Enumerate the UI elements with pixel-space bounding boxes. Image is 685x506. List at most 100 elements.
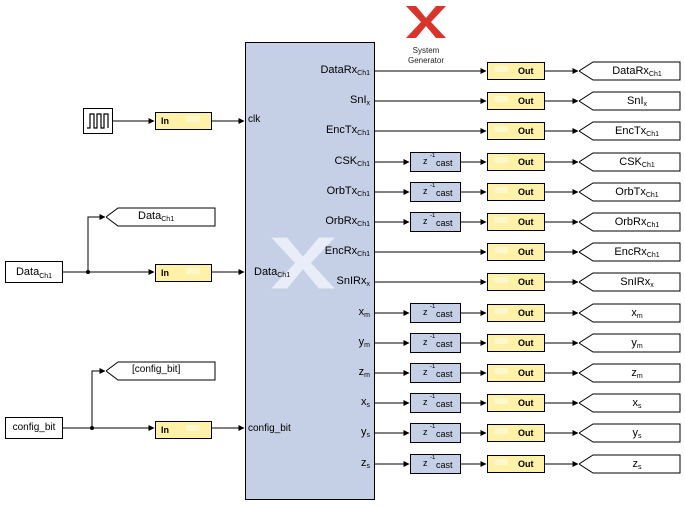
goto-out-tag-base: x [632,397,639,409]
gateway-out-label: Out [518,308,534,318]
goto-out-tag-shape [579,363,681,383]
goto-out-tag-2[interactable] [579,121,681,141]
goto-out-tag-3[interactable] [579,152,681,172]
gateway-out-block-4[interactable]: Out [487,183,545,201]
goto-out-tag-0-label: DataRxCh1 [596,65,678,81]
gateway-out-block-3[interactable]: Out [487,153,545,171]
delay-cast-label: cast [436,158,453,168]
goto-out-tag-shape [579,272,681,292]
gateway-in-data-label: In [161,268,169,278]
gateway-out-block-13[interactable]: Out [487,455,545,473]
goto-out-tag-11[interactable] [579,393,681,413]
gateway-out-block-10[interactable]: Out [487,364,545,382]
port-out-base: SnIRx [336,275,367,287]
delay-z-label: z [423,397,428,407]
gateway-out-block-5[interactable]: Out [487,213,545,231]
gateway-out-block-11[interactable]: Out [487,394,545,412]
goto-tag-data[interactable] [106,207,216,227]
goto-tag-config[interactable] [106,361,216,381]
goto-out-tag-8[interactable] [579,303,681,323]
gateway-out-block-1[interactable]: Out [487,92,545,110]
wire-data-branch [87,214,106,272]
gateway-out-label: Out [518,338,534,348]
goto-out-tag-12[interactable] [579,423,681,443]
port-out-11-label: xs [300,396,370,412]
gateway-out-block-8[interactable]: Out [487,304,545,322]
goto-out-tag-base: OrbRx [614,216,647,228]
port-out-base: y [358,336,365,348]
delay-z-label: z [423,186,428,196]
delay-cast-label: cast [436,339,453,349]
sysgen-caption: System Generator [398,46,454,66]
main-subsystem-block[interactable] [245,42,375,500]
gateway-out-label: Out [518,66,534,76]
goto-out-tag-base: SnIRx [620,276,651,288]
goto-out-tag-4[interactable] [579,182,681,202]
port-out-13-label: zs [300,457,370,473]
goto-out-tag-13[interactable] [579,454,681,474]
delay-cast-label: cast [436,460,453,470]
delay-z-label: z [423,367,428,377]
gateway-out-block-2[interactable]: Out [487,122,545,140]
gateway-in-data[interactable]: In [155,264,212,282]
goto-out-tag-shape [579,61,681,81]
gateway-out-block-6[interactable]: Out [487,243,545,261]
gateway-out-block-9[interactable]: Out [487,334,545,352]
goto-out-tag-sub: Ch1 [641,162,655,169]
gateway-in-clk[interactable]: In [155,112,212,130]
goto-out-tag-base: EncTx [614,125,647,137]
gateway-out-block-12[interactable]: Out [487,424,545,442]
data-source-sub: Ch1 [39,273,53,281]
goto-out-tag-sub: Ch1 [646,222,660,229]
goto-out-tag-1[interactable] [579,91,681,111]
goto-out-tag-shape [579,242,681,262]
goto-out-tag-shape [579,212,681,232]
port-out-base: z [361,457,367,469]
goto-out-tag-0[interactable] [579,61,681,81]
port-out-base: DataRx [320,64,358,76]
goto-out-tag-base: EncRx [614,246,647,258]
sysgen-line2: Generator [407,56,445,65]
goto-out-tag-5[interactable] [579,212,681,232]
goto-out-tag-base: y [631,337,637,349]
goto-out-tag-sub: m [636,373,643,380]
gateway-out-block-0[interactable]: Out [487,62,545,80]
goto-out-tag-base: x [631,307,637,319]
config-source-block[interactable]: config_bit [5,417,63,439]
xilinx-logo-icon[interactable] [404,4,448,40]
port-out-base: EncTx [325,124,358,136]
goto-out-tag-6[interactable] [579,242,681,262]
goto-out-tag-sub: m [636,313,643,320]
gateway-in-config[interactable]: In [155,421,212,439]
junction-data [86,270,90,274]
junction-config [90,426,94,430]
goto-out-tag-10[interactable] [579,363,681,383]
port-out-4-label: OrbTxCh1 [300,185,370,201]
gateway-out-block-7[interactable]: Out [487,273,545,291]
port-out-sub: Ch1 [357,221,370,228]
pulse-generator-block[interactable] [83,108,113,134]
delay-exp-label: -1 [430,153,436,159]
gateway-out-label: Out [518,459,534,469]
goto-out-tag-sub: Ch1 [646,252,660,259]
data-source-block[interactable]: DataCh1 [5,261,63,283]
data-source-base: Data [15,266,40,278]
goto-out-tag-6-label: EncRxCh1 [596,246,678,262]
goto-out-tag-9[interactable] [579,333,681,353]
delay-exp-label: -1 [430,183,436,189]
gateway-out-label: Out [518,368,534,378]
goto-out-tag-7[interactable] [579,272,681,292]
delay-exp-label: -1 [430,334,436,340]
gateway-in-clk-label: In [161,116,169,126]
port-data-label: DataCh1 [254,266,290,282]
goto-out-tag-base: OrbTx [615,186,646,198]
